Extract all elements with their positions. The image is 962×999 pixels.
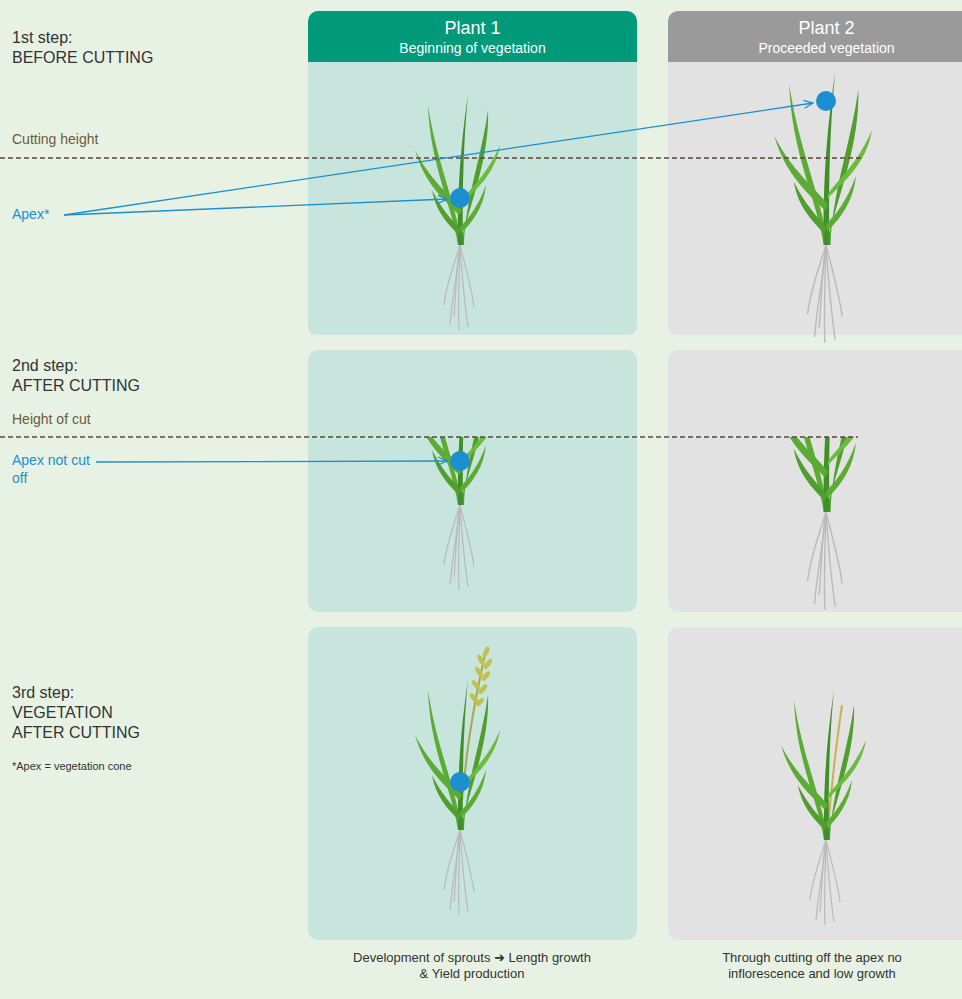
plant bbox=[415, 680, 500, 915]
plant bbox=[774, 73, 872, 343]
text-label: Development of sprouts ➜ Length growth &… bbox=[352, 950, 592, 983]
text-label: Apex not cut off bbox=[12, 452, 90, 487]
cutting-line bbox=[0, 436, 858, 438]
leader-arrow bbox=[64, 103, 813, 462]
plant bbox=[415, 95, 500, 330]
plant bbox=[781, 690, 866, 925]
text-label: Cutting height bbox=[12, 131, 98, 149]
text-label: Height of cut bbox=[12, 411, 91, 429]
column-header: Plant 1Beginning of vegetation bbox=[308, 11, 637, 62]
cut-plant bbox=[774, 437, 872, 610]
text-label: 3rd step: bbox=[12, 683, 74, 703]
panel bbox=[308, 62, 962, 940]
header-title: Plant 2 bbox=[798, 17, 854, 39]
text-label: Apex* bbox=[12, 206, 49, 224]
header-title: Plant 1 bbox=[444, 17, 500, 39]
text-label: 1st step: bbox=[12, 28, 72, 48]
cut-plant bbox=[415, 437, 500, 590]
text-label: Through cutting off the apex no inflores… bbox=[697, 950, 927, 983]
column-header: Plant 2Proceeded vegetation bbox=[668, 11, 962, 62]
text-label: AFTER CUTTING bbox=[12, 376, 140, 396]
cutting-line bbox=[0, 157, 862, 159]
text-label: BEFORE CUTTING bbox=[12, 48, 153, 68]
apex-dot bbox=[450, 91, 836, 792]
header-subtitle: Beginning of vegetation bbox=[399, 39, 545, 57]
text-label: *Apex = vegetation cone bbox=[12, 760, 132, 774]
text-label: VEGETATION AFTER CUTTING bbox=[12, 703, 162, 743]
header-subtitle: Proceeded vegetation bbox=[758, 39, 894, 57]
text-label: 2nd step: bbox=[12, 356, 78, 376]
